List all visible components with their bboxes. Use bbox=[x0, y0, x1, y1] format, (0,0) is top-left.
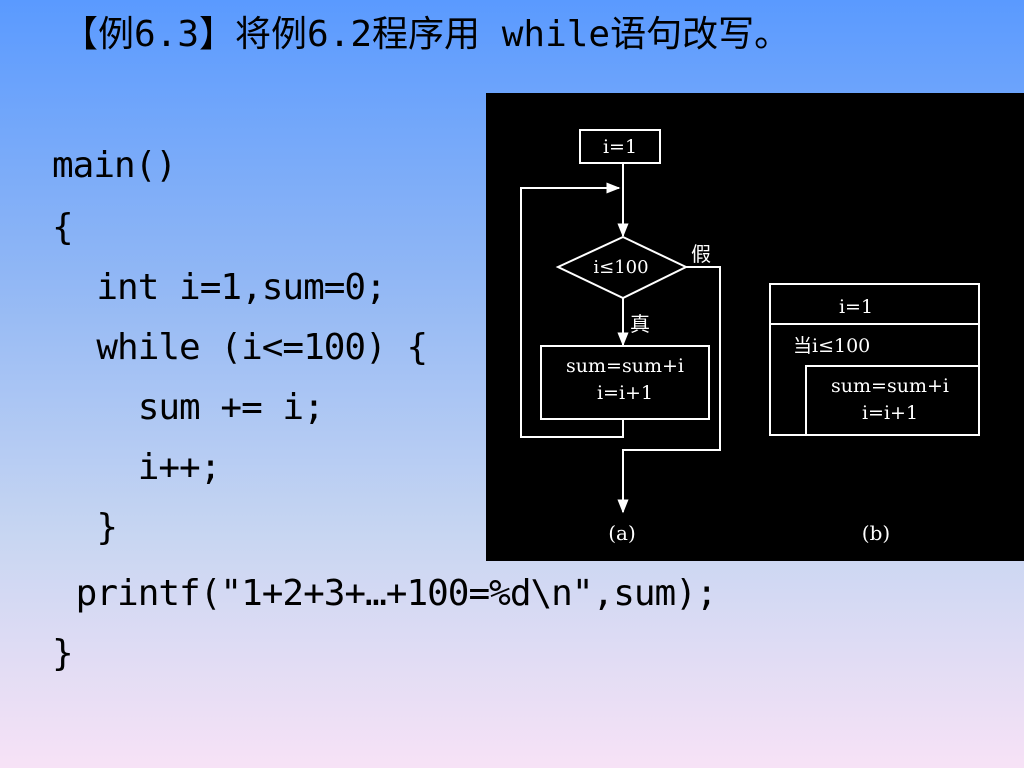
exit-line bbox=[617, 266, 721, 514]
code-line: { bbox=[52, 207, 74, 248]
code-line: while (i<=100) { bbox=[55, 327, 428, 368]
nsd-body-line1: sum=sum+i bbox=[831, 375, 949, 397]
init-box bbox=[579, 129, 661, 164]
body-box bbox=[540, 345, 710, 420]
nsd-inner bbox=[805, 365, 979, 435]
flowchart-figure: i=1 i≤100 假 真 sum=sum+i i=i+1 (a) i=1 当i… bbox=[486, 93, 1024, 561]
code-line: sum += i; bbox=[55, 387, 325, 428]
condition-label: i≤100 bbox=[593, 257, 648, 278]
init-label: i=1 bbox=[603, 136, 637, 158]
code-line: i++; bbox=[55, 447, 222, 488]
body-line2: i=i+1 bbox=[597, 382, 653, 404]
nsd-body-line2: i=i+1 bbox=[862, 402, 918, 424]
code-line: } bbox=[55, 507, 118, 548]
flowchart-svg: i=1 i≤100 假 真 sum=sum+i i=i+1 (a) i=1 当i… bbox=[520, 129, 980, 545]
caption-b: (b) bbox=[862, 521, 890, 545]
code-line: main() bbox=[52, 145, 177, 186]
nsd-outer bbox=[769, 283, 980, 436]
nsd-init-label: i=1 bbox=[839, 296, 873, 318]
code-line: } bbox=[52, 633, 74, 674]
code-line: printf("1+2+3+…+100=%d\n",sum); bbox=[55, 573, 718, 614]
nsd-loop-label: 当i≤100 bbox=[793, 335, 870, 357]
slide-title: 【例6.3】将例6.2程序用 while语句改写。 bbox=[62, 14, 791, 55]
code-line: int i=1,sum=0; bbox=[55, 267, 386, 308]
caption-a: (a) bbox=[608, 521, 636, 545]
true-label: 真 bbox=[630, 312, 650, 336]
false-label: 假 bbox=[691, 242, 711, 266]
loop-back-line bbox=[520, 182, 624, 438]
body-line1: sum=sum+i bbox=[566, 355, 684, 377]
